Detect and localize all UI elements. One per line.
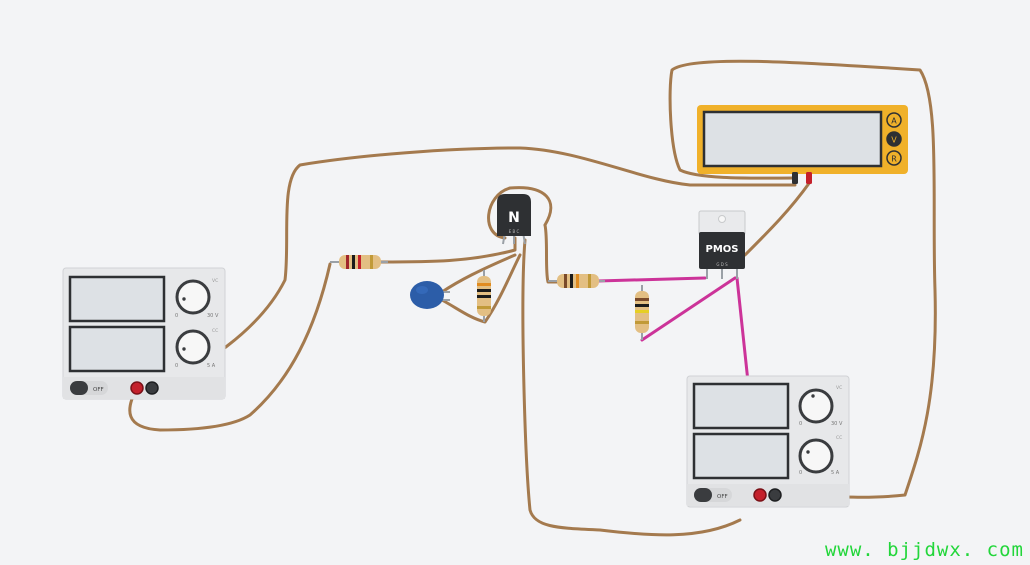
- wire-transistor-collector-down[interactable]: [521, 238, 742, 537]
- transistor-pins: E B C: [509, 229, 520, 234]
- wires: [128, 59, 937, 537]
- ps2-voltage-knob[interactable]: [798, 388, 834, 424]
- pmos-label: PMOS: [706, 244, 739, 255]
- wire-ps1-to-meter-com[interactable]: [150, 146, 797, 390]
- ps1-current-knob[interactable]: [175, 329, 211, 365]
- pmos-pins: G D S: [716, 262, 728, 267]
- multimeter-probe-black[interactable]: [792, 172, 798, 184]
- resistor-1[interactable]: [330, 255, 388, 269]
- wire-meter-outer-loop[interactable]: [668, 59, 937, 499]
- multimeter-display: [702, 110, 883, 168]
- ps1-display-current: [68, 325, 166, 373]
- multimeter-mode-a-label: A: [891, 117, 897, 126]
- ps2-ch2-label: CC: [836, 435, 842, 441]
- ps2-ch1-label: VC: [836, 385, 842, 391]
- ps1-toggle-label: OFF: [93, 387, 104, 393]
- wire-transistor-to-r2[interactable]: [543, 223, 560, 284]
- ps1-voltage-knob[interactable]: [175, 279, 211, 315]
- wire-ps1-neg-to-resistor[interactable]: [128, 262, 332, 432]
- ps1-knob2-min: 0: [175, 363, 178, 369]
- resistor-3[interactable]: [477, 270, 491, 322]
- ps1-knob1-min: 0: [175, 313, 178, 319]
- ps2-display-current: [692, 432, 790, 480]
- ps1-display-voltage: [68, 275, 166, 323]
- wire-capacitor-to-vr[interactable]: [440, 253, 517, 294]
- resistor-4[interactable]: [635, 285, 649, 340]
- wire-r1-to-transistor-base[interactable]: [378, 236, 517, 264]
- ps1-ch2-label: CC: [212, 328, 218, 334]
- ps1-terminal-negative[interactable]: [145, 381, 159, 395]
- ceramic-capacitor[interactable]: [410, 281, 450, 309]
- multimeter-mode-r-label: R: [891, 155, 897, 164]
- wire-meter-to-pmos[interactable]: [743, 180, 812, 257]
- ps1-knob1-max: 30 V: [207, 313, 219, 319]
- wire-capacitor-to-vr-bottom[interactable]: [440, 253, 522, 324]
- ps2-terminal-positive[interactable]: [753, 488, 767, 502]
- ps2-display-voltage: [692, 382, 790, 430]
- ps2-toggle-label: OFF: [717, 494, 728, 500]
- ps2-knob2-max: 5 A: [831, 470, 840, 476]
- wire-transistor-loop[interactable]: [487, 186, 553, 240]
- ps1-knob2-max: 5 A: [207, 363, 216, 369]
- ps1-terminal-positive[interactable]: [130, 381, 144, 395]
- multimeter[interactable]: A V R: [697, 105, 908, 184]
- npn-transistor[interactable]: N E B C: [497, 194, 531, 245]
- ps2-terminal-negative[interactable]: [768, 488, 782, 502]
- ps1-ch1-label: VC: [212, 278, 218, 284]
- wire-r2-to-pmos-gate[interactable]: [596, 276, 707, 283]
- watermark-text: www. bjjdwx. com: [824, 539, 1024, 561]
- ps2-current-knob[interactable]: [798, 438, 834, 474]
- ps2-knob1-max: 30 V: [831, 421, 843, 427]
- pmos-transistor[interactable]: PMOS G D S: [698, 210, 746, 279]
- multimeter-mode-v-button[interactable]: [886, 131, 902, 147]
- resistor-2[interactable]: [548, 274, 605, 288]
- power-supply-2[interactable]: 0 30 V 0 5 A VC CC OFF: [686, 375, 850, 508]
- power-supply-1[interactable]: 0 30 V 0 5 A VC CC OFF: [62, 267, 226, 400]
- ps2-knob2-min: 0: [799, 470, 802, 476]
- ps2-knob1-min: 0: [799, 421, 802, 427]
- transistor-label: N: [508, 210, 520, 226]
- multimeter-probe-red[interactable]: [806, 172, 812, 184]
- multimeter-mode-a-button[interactable]: [886, 112, 902, 128]
- multimeter-mode-v-label: V: [891, 136, 897, 145]
- multimeter-mode-r-button[interactable]: [886, 150, 902, 166]
- wire-pmos-to-r3[interactable]: [640, 276, 737, 342]
